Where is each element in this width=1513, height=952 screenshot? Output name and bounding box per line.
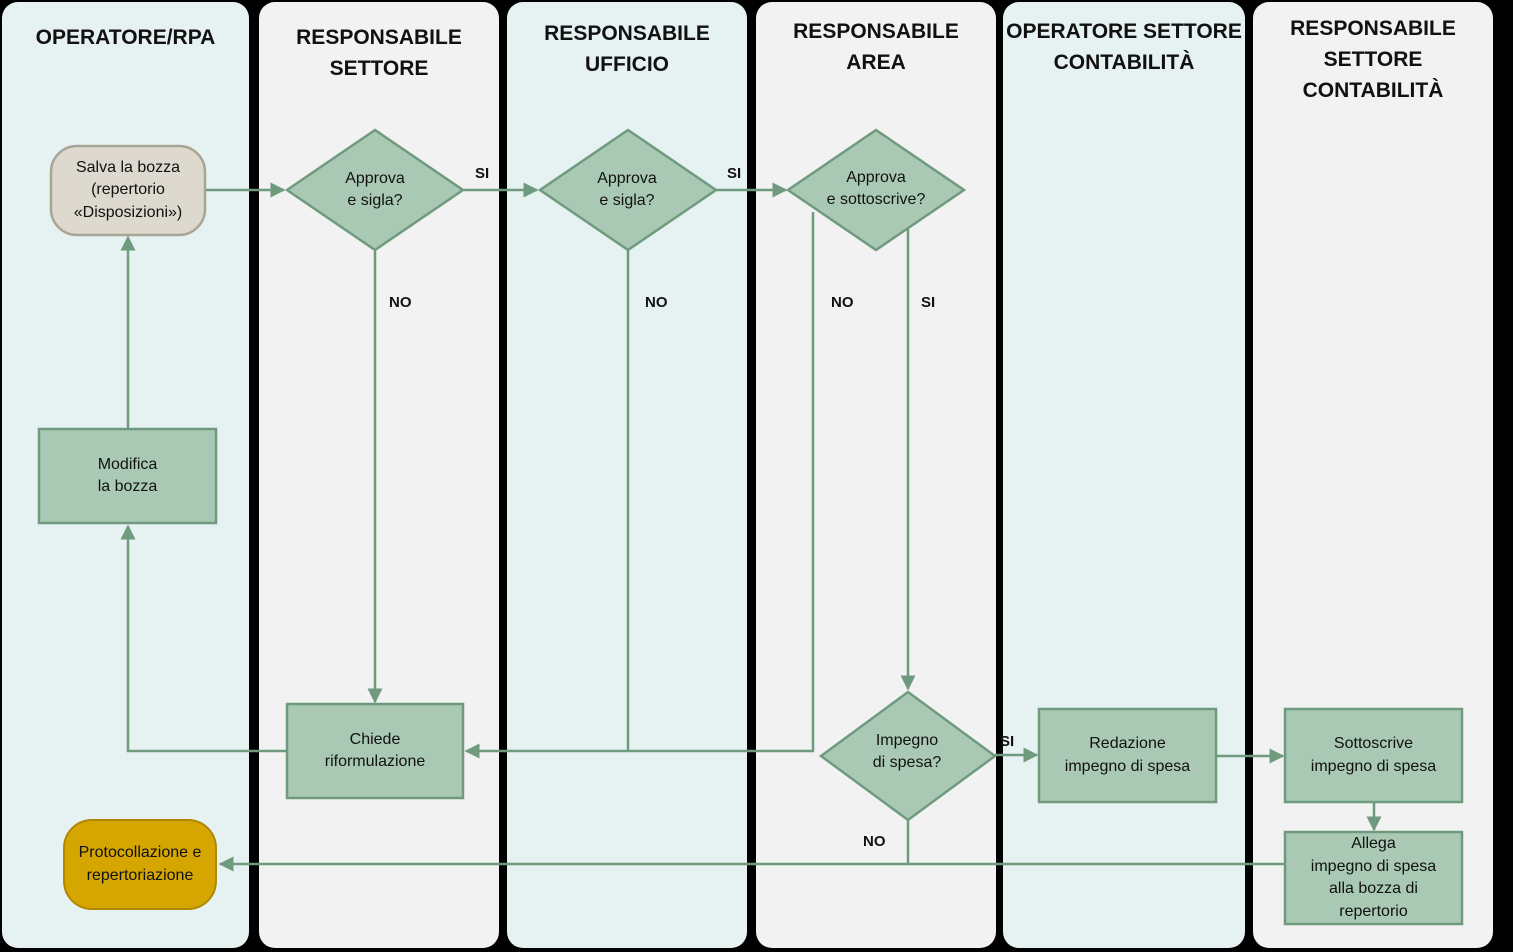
connector-riformulazione-to-modifica <box>120 524 287 753</box>
chiede-riformulazione-label: Chiede riformulazione <box>324 730 426 771</box>
process-node-sottoscrive-impegno <box>1283 707 1464 804</box>
process-node-modifica-bozza <box>37 427 218 525</box>
impegno-spesa-label: Impegno di spesa? <box>872 731 942 772</box>
decision-node-impegno-spesa <box>818 690 998 822</box>
approva-settore-label: Approva e sigla? <box>345 169 405 210</box>
label-no-ufficio: NO <box>645 294 668 311</box>
process-node-chiede-riformulazione <box>285 702 465 800</box>
lane-title-operatore-rpa: OPERATORE/RPA <box>35 26 216 49</box>
lane-title-responsabile-settore: RESPONSABILE SETTORE <box>296 26 462 80</box>
label-si-impegno: SI <box>1000 733 1015 750</box>
salva-bozza-label: Salva la bozza (repertorio «Disposizioni… <box>73 158 183 221</box>
protocollazione-label: Protocollazione e repertoriazione <box>78 844 202 884</box>
modifica-bozza-label: Modifica la bozza <box>97 455 158 496</box>
lane-title-responsabile-ufficio: RESPONSABILE UFFICIO <box>544 22 710 76</box>
approva-area-label: Approva e sottoscrive? <box>826 168 926 209</box>
label-no-impegno: NO <box>863 833 886 850</box>
lane-title-responsabile-area: RESPONSABILE AREA <box>793 20 959 74</box>
end-node-protocollazione <box>63 819 217 910</box>
label-no-settore: NO <box>389 294 412 311</box>
label-si-settore: SI <box>475 165 490 182</box>
lane-title-operatore-contabilita: OPERATORE SETTORE CONTABILITÀ <box>1006 20 1242 74</box>
lane-title-responsabile-contabilita: RESPONSABILE SETTORE CONTABILITÀ <box>1290 17 1456 102</box>
redazione-impegno-label: Redazione impegno di spesa <box>1064 735 1191 775</box>
allega-impegno-label: Allega impegno di spesa alla bozza di re… <box>1310 835 1437 920</box>
label-si-ufficio: SI <box>727 165 742 182</box>
decision-node-approva-ufficio <box>537 128 719 252</box>
decision-node-approva-area <box>785 128 967 252</box>
start-node-salva-bozza <box>49 144 207 237</box>
sottoscrive-impegno-label: Sottoscrive impegno di spesa <box>1310 735 1437 775</box>
lane-responsabile-area: RESPONSABILE AREA <box>756 2 996 948</box>
decision-node-approva-settore <box>284 128 466 252</box>
label-si-area: SI <box>921 294 936 311</box>
process-node-allega-impegno <box>1283 830 1464 926</box>
label-no-area: NO <box>831 294 854 311</box>
approva-ufficio-label: Approva e sigla? <box>597 169 657 210</box>
process-node-redazione-impegno <box>1037 707 1218 804</box>
connector-area-no <box>464 212 815 759</box>
